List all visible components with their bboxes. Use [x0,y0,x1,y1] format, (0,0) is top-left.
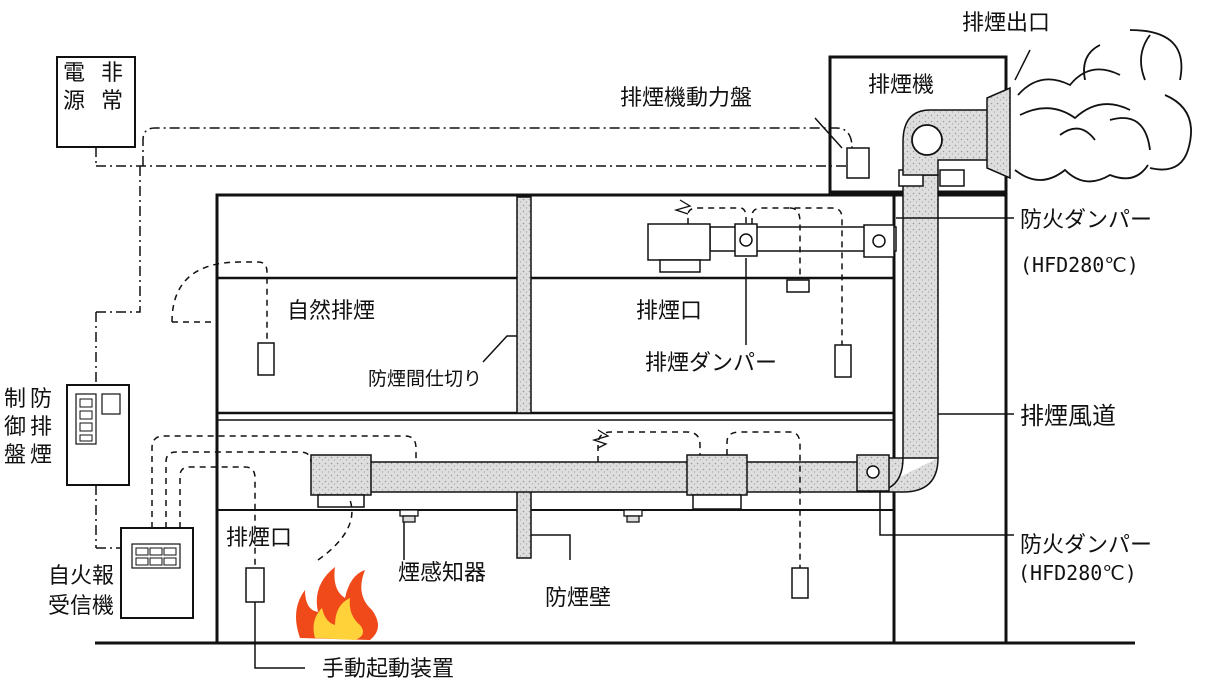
smoke-control-panel [66,384,130,486]
label-leaders [254,217,1014,669]
label-exhaust-damper: 排煙ダンパー [645,351,777,376]
fire-damper-upper [863,224,895,258]
label-fire-damper-upper: 防火ダンパー [1020,208,1152,233]
label-exhaust-outlet: 排煙出口 [962,11,1050,36]
smoke-wall-post [516,489,532,559]
label-fire-damper-lower: 防火ダンパー [1020,533,1152,558]
label-exhaust-duct: 排煙風道 [1020,402,1116,430]
label-fire-alarm-receiver-line2: 受信機 [48,594,114,619]
exhaust-outlet-leader [1014,49,1031,81]
fire-alarm-receiver [120,527,194,619]
lower-duct-unit-left-base [317,494,365,508]
exhaust-duct-horizontal [369,461,871,493]
smoke-detector-2 [623,509,643,523]
actuator-symbol-lower [591,429,610,449]
building-structure [215,55,1008,645]
label-smoke-detector: 煙感知器 [398,561,486,586]
label-exhaust-fan: 排煙機 [868,73,934,98]
label-natural-smoke-exhaust: 自然排煙 [287,299,375,324]
lower-duct-unit-mid [686,454,748,496]
label-smoke-wall: 防煙壁 [545,586,611,611]
actuator-symbol-upper [673,199,692,215]
label-fire-alarm-receiver-line1: 自火報 [48,564,114,589]
smoke-cloud [1014,29,1192,183]
label-smoke-partition: 防煙間仕切り [368,368,482,390]
lower-duct-unit-mid-base [692,494,742,510]
signal-wiring [151,207,843,568]
upper-horizontal-duct [647,223,897,293]
manual-switch-lower-left [245,567,265,603]
lower-duct-unit-left [310,454,372,496]
label-control-panel-col1: 制御盤 [4,387,26,468]
label-control-panel: 制御盤 防排煙 [4,387,52,468]
smoke-detector-1 [399,509,419,523]
emergency-power-box [56,56,136,148]
label-emergency-power-col2: 非常 [101,61,123,114]
label-exhaust-fan-power-panel: 排煙機動力盤 [620,86,752,111]
label-exhaust-port-upper: 排煙口 [636,299,702,324]
label-emergency-power: 電源 非常 [63,61,123,114]
label-fire-damper-upper-temp: (HFD280℃) [1020,253,1139,277]
label-fire-damper-lower-temp: (HFD280℃) [1018,561,1137,585]
manual-switch-natural [257,342,275,376]
smoke-partition-post [516,196,532,414]
manual-switch-lower-right [791,567,809,599]
manual-switch-upper-right [834,344,852,378]
exhaust-fan-power-panel [846,147,870,179]
fire-icon [296,567,379,640]
fire-damper-lower [856,454,890,492]
label-control-panel-col2: 防排煙 [30,387,52,468]
exhaust-fan-unit [898,86,1011,187]
label-exhaust-port-lower: 排煙口 [226,526,292,551]
label-manual-start-device: 手動起動装置 [322,657,454,682]
control-wiring [95,127,853,549]
label-emergency-power-col1: 電源 [63,61,85,114]
power-panel-leader [814,117,843,149]
